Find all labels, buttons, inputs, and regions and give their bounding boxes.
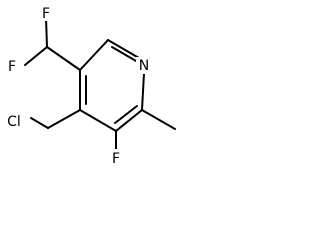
bond-ring-c5-c6: [79, 39, 109, 71]
bond-ring-c6-n-double: [111, 46, 137, 62]
atom-label-n: N: [139, 58, 149, 74]
bond-c5-chf2: [46, 46, 81, 71]
bond-ring-c2-c3-double: [114, 105, 138, 124]
bond-ring-c3-c4: [79, 109, 117, 132]
bond-chf2-f-top: [45, 17, 48, 48]
atom-label-cl: Cl: [7, 114, 21, 130]
label-mask-cl: [2, 112, 27, 129]
label-mask-f-top: [38, 5, 53, 21]
molecule-canvas: F F N Cl F: [0, 0, 192, 178]
label-mask-f-left: [4, 58, 20, 74]
label-mask-f-bottom: [108, 149, 123, 166]
bond-ch2-cl: [30, 117, 49, 129]
molecule-diagram: F F N Cl F: [2, 5, 176, 167]
atom-label-f-left: F: [8, 59, 16, 75]
bond-c2-methyl: [141, 109, 176, 130]
bond-ring-n-c2: [141, 72, 145, 111]
atom-label-f-bottom: F: [112, 151, 120, 167]
label-mask-n: [136, 57, 153, 74]
bond-chf2-f-left: [24, 46, 48, 66]
bond-c4-ch2cl: [47, 109, 81, 129]
atom-label-f-top: F: [42, 6, 50, 22]
bond-ring-c6-n: [107, 39, 140, 59]
bond-ring-c2-c3: [115, 109, 143, 132]
